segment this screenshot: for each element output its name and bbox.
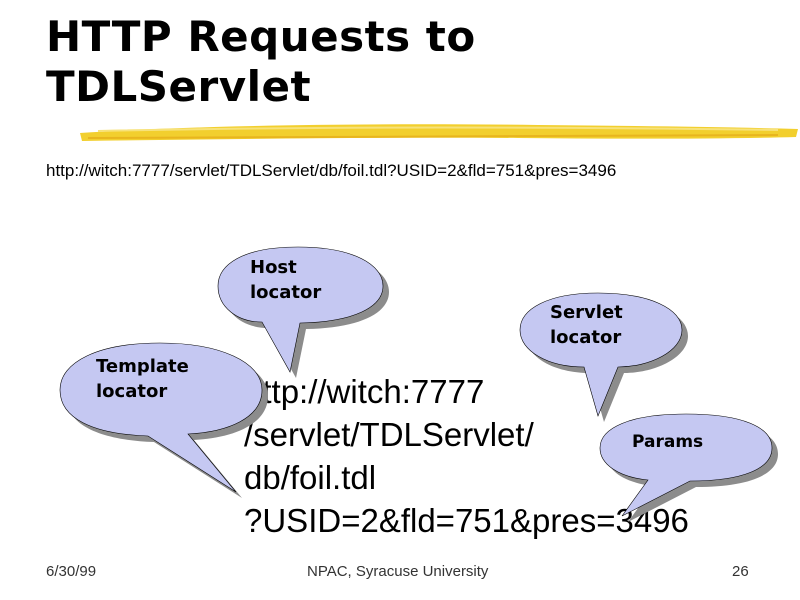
servlet-locator-label: Servlet locator — [550, 300, 623, 350]
host-locator-label-line-2: locator — [250, 282, 322, 303]
servlet-locator-callout — [519, 292, 688, 422]
template-locator-label-line-1: Template — [96, 356, 189, 377]
url-servlet-part: /servlet/TDLServlet/ — [244, 416, 534, 453]
servlet-locator-label-line-1: Servlet — [550, 302, 623, 323]
host-locator-label: Host locator — [250, 255, 321, 305]
template-locator-label: Template locator — [96, 354, 189, 404]
params-callout — [599, 413, 778, 522]
params-label-line-1: Params — [632, 432, 704, 452]
url-breakdown: http://witch:7777 /servlet/TDLServlet/ d… — [244, 370, 689, 542]
host-locator-label-line-1: Host — [250, 257, 297, 278]
url-host-part: http://witch:7777 — [244, 373, 485, 410]
template-locator-label-line-2: locator — [96, 381, 168, 402]
full-url: http://witch:7777/servlet/TDLServlet/db/… — [46, 161, 617, 180]
url-template-part: db/foil.tdl — [244, 459, 377, 496]
params-label: Params — [632, 430, 703, 455]
footer-page-number: 26 — [732, 563, 749, 580]
url-params-part: ?USID=2&fld=751&pres=3496 — [244, 502, 689, 539]
host-locator-callout — [217, 246, 389, 378]
slide-title: HTTP Requests to TDLServlet — [46, 12, 766, 112]
slide-title-line-2: TDLServlet — [46, 62, 312, 111]
footer-organization: NPAC, Syracuse University — [307, 563, 489, 580]
slide-title-line-1: HTTP Requests to — [46, 12, 476, 61]
title-underline — [80, 124, 798, 141]
template-locator-callout — [59, 342, 268, 498]
servlet-locator-label-line-2: locator — [550, 327, 622, 348]
footer-date: 6/30/99 — [46, 563, 97, 580]
